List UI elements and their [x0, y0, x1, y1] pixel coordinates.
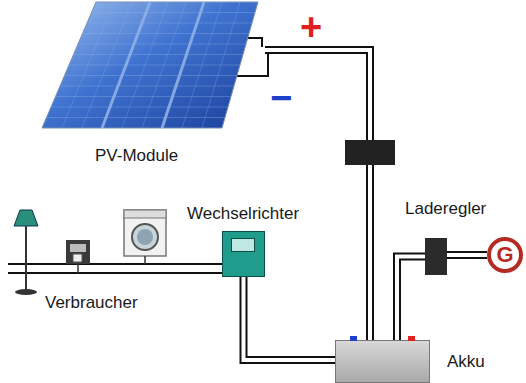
component-label: Akku [447, 352, 485, 372]
junction-box [345, 140, 395, 165]
pv-node: PV-Module [40, 0, 265, 175]
cable-gap [244, 277, 336, 360]
cable-outer [244, 277, 336, 360]
component-label: PV-Module [95, 146, 178, 166]
inverter-node: Wechselrichter [185, 202, 305, 278]
bus-wire [8, 272, 222, 274]
cable-gap [265, 50, 370, 340]
coffee-machine-icon [66, 240, 90, 273]
washing-machine-icon [124, 210, 166, 264]
cable [447, 255, 487, 256]
positive-terminal [408, 336, 415, 341]
negative-terminal [350, 336, 357, 341]
battery-node: Akku [335, 336, 505, 383]
consumer-label: Verbraucher [45, 294, 138, 311]
generator-node: G [487, 237, 524, 274]
cable-outer [447, 251, 487, 259]
battery-box [335, 340, 430, 383]
plus-sign: + [300, 8, 322, 46]
bus-wire [8, 263, 222, 265]
minus-sign: − [270, 79, 292, 117]
cable [244, 277, 336, 360]
generator-letter: G [487, 237, 523, 273]
inverter-box [222, 231, 265, 277]
cable-gap [397, 257, 425, 341]
controller-node: Laderegler [405, 197, 488, 277]
lamp-icon [14, 210, 38, 295]
cable-outer [265, 50, 370, 340]
component-label: Laderegler [405, 199, 486, 219]
charge-controller-box [425, 238, 447, 275]
cable [265, 50, 370, 340]
cable-outer [397, 257, 425, 341]
inverter-display [231, 238, 255, 252]
component-label: Wechselrichter [187, 204, 299, 224]
cable [397, 257, 425, 341]
solar-panel [40, 0, 262, 132]
cable-gap [447, 253, 487, 257]
